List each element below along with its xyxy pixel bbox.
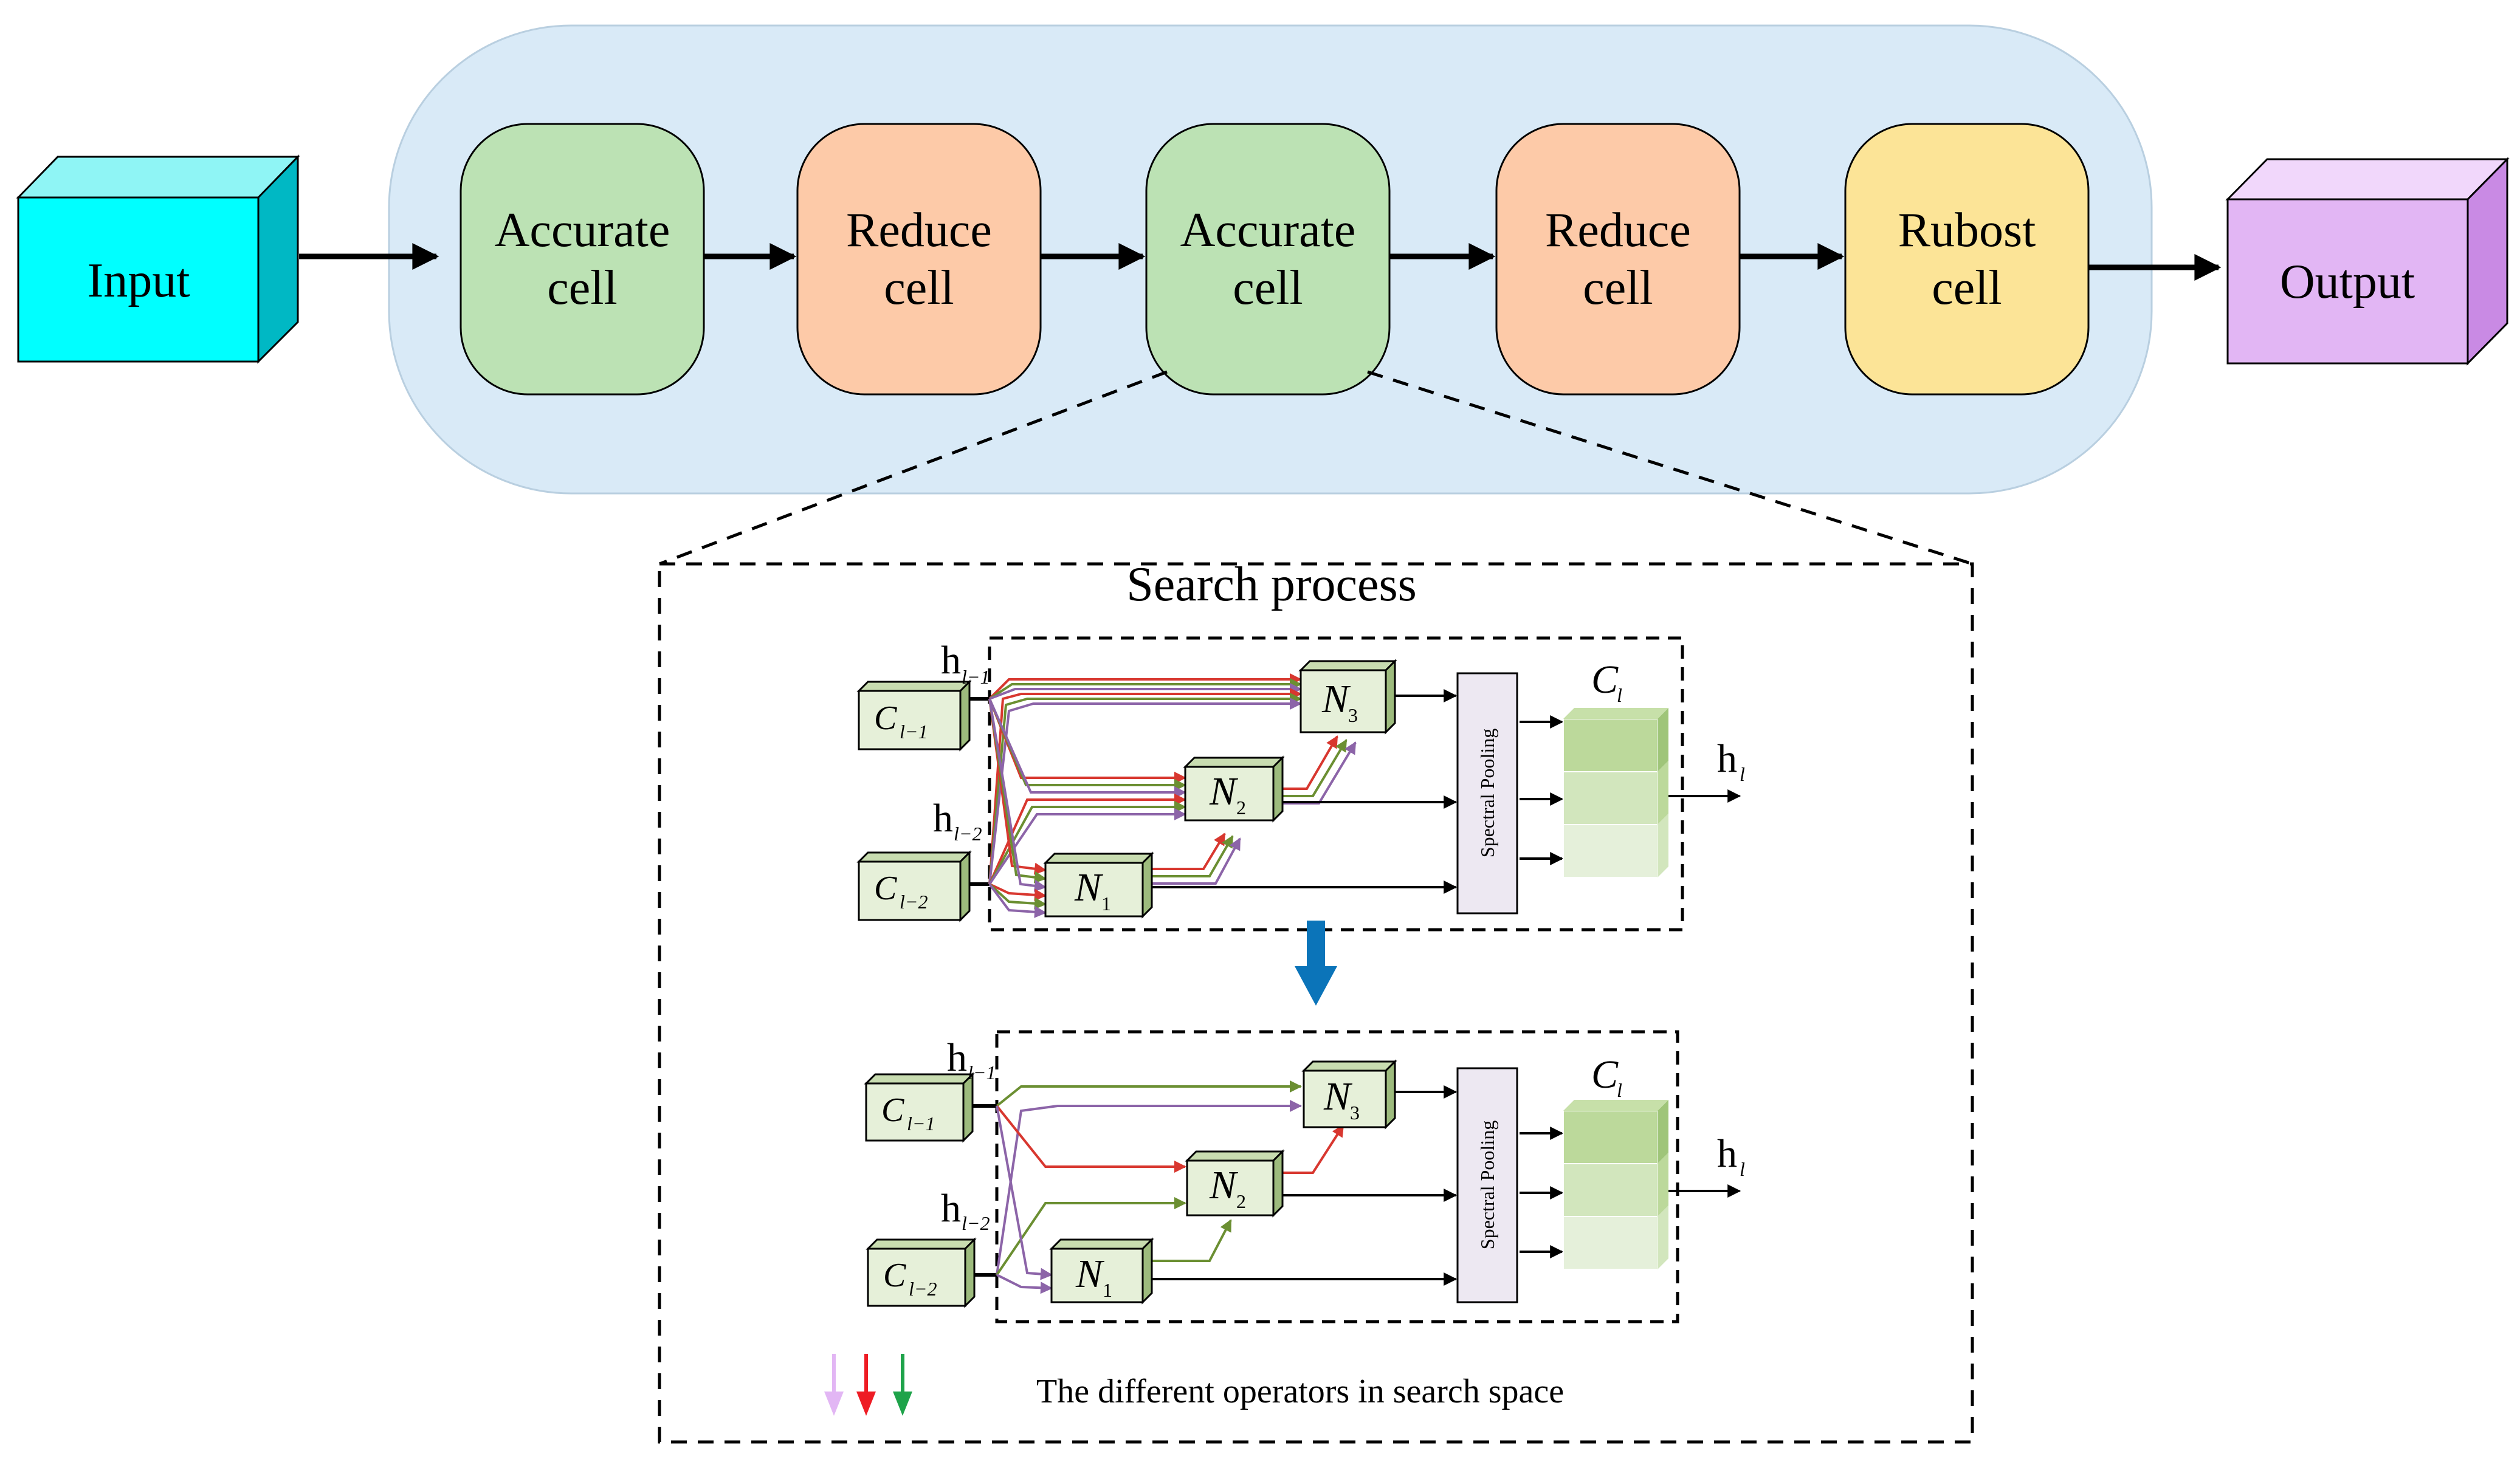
svg-text:l−2: l−2: [909, 1278, 937, 1300]
svg-text:l: l: [1617, 684, 1622, 706]
panel-2-node-n3: N 3: [1301, 1059, 1397, 1130]
transition-arrow: [1295, 921, 1337, 1006]
svg-text:N: N: [1209, 1163, 1239, 1207]
svg-text:N: N: [1321, 677, 1351, 721]
svg-text:N: N: [1075, 1252, 1105, 1296]
legend-arrow-green: [893, 1354, 912, 1416]
cell-1-label-line2: cell: [547, 261, 617, 315]
svg-text:h: h: [941, 1186, 961, 1230]
pipeline-cell-3: Accurate cell: [1145, 123, 1391, 396]
pipeline-cell-4: Reduce cell: [1495, 123, 1741, 396]
pipeline-cell-1: Accurate cell: [460, 123, 705, 396]
svg-text:C: C: [883, 1257, 906, 1294]
panel-1-h-l-1-label: h l−1: [941, 638, 990, 688]
svg-text:Spectral Pooling: Spectral Pooling: [1476, 1121, 1498, 1249]
legend-text: The different operators in search space: [1036, 1373, 1564, 1410]
legend-arrow-red: [856, 1354, 876, 1416]
svg-text:C: C: [881, 1091, 904, 1129]
panel-2-frame: [995, 1030, 1679, 1323]
svg-text:2: 2: [1236, 1190, 1246, 1212]
panel-2-output-h-label: h l: [1717, 1131, 1745, 1180]
cell-4-label-line2: cell: [1583, 261, 1653, 315]
panel-1-h-l-2-label: h l−2: [933, 796, 982, 845]
svg-text:h: h: [1717, 736, 1737, 781]
panel-2-input-c-l-2: C l−2: [866, 1237, 977, 1308]
output-box: Output: [2225, 157, 2510, 366]
cell-3-label-line2: cell: [1233, 261, 1303, 315]
search-panel-1: C l−1 C l−2 h l−1 h l−2: [856, 636, 1745, 932]
cell-2-label-line1: Reduce: [846, 204, 992, 257]
panel-2-cell-label: C l: [1591, 1052, 1622, 1101]
svg-text:l−1: l−1: [968, 1062, 996, 1083]
svg-text:Spectral Pooling: Spectral Pooling: [1476, 729, 1498, 857]
cell-5-label-line1: Rubost: [1898, 204, 2036, 257]
panel-1-node-n2: N 2: [1183, 755, 1285, 823]
search-process-title: Search process: [1126, 558, 1417, 611]
panel-2-node-n2: N 2: [1185, 1149, 1285, 1218]
panel-2-node-n1: N 1: [1049, 1237, 1154, 1305]
svg-text:C: C: [1591, 1052, 1619, 1097]
svg-text:1: 1: [1101, 893, 1111, 915]
panel-1-cell-label: C l: [1591, 657, 1622, 706]
cell-2-label-line2: cell: [884, 261, 954, 315]
panel-1-input-c-l-2: C l−2: [856, 850, 972, 922]
panel-1-output-cell-stack: [1563, 708, 1668, 878]
svg-text:N: N: [1323, 1074, 1353, 1119]
svg-text:l−2: l−2: [962, 1212, 990, 1234]
panel-2-pool-arrows: [1152, 1085, 1741, 1286]
cell-4-label-line1: Reduce: [1545, 204, 1691, 257]
svg-text:N: N: [1209, 769, 1239, 814]
svg-text:h: h: [947, 1035, 967, 1080]
panel-1-operator-edges: [988, 673, 1357, 918]
svg-text:l−1: l−1: [900, 721, 928, 743]
search-process-frame: [658, 562, 1974, 1444]
cell-3-label-line1: Accurate: [1180, 204, 1356, 257]
panel-2-spectral-pooling: Spectral Pooling: [1456, 1067, 1518, 1303]
panel-1-node-n3: N 3: [1298, 659, 1397, 735]
svg-text:C: C: [874, 699, 897, 737]
svg-text:l−2: l−2: [954, 823, 982, 845]
panel-1-spectral-pooling: Spectral Pooling: [1456, 672, 1518, 915]
cell-5-label-line2: cell: [1932, 261, 2002, 315]
svg-text:h: h: [941, 638, 961, 682]
svg-text:3: 3: [1348, 704, 1358, 726]
svg-text:C: C: [874, 870, 897, 907]
svg-text:l−1: l−1: [907, 1113, 935, 1134]
panel-2-operator-edges: [996, 1080, 1344, 1294]
svg-text:l−1: l−1: [962, 666, 990, 688]
panel-2-input-c-l-1: C l−1: [864, 1072, 975, 1143]
panel-1-frame: [988, 636, 1684, 932]
svg-text:2: 2: [1236, 797, 1246, 819]
svg-text:h: h: [933, 796, 953, 840]
cell-1-label-line1: Accurate: [495, 204, 670, 257]
svg-text:N: N: [1074, 865, 1104, 910]
legend-arrow-purple: [824, 1354, 844, 1416]
operator-legend: The different operators in search space: [824, 1354, 1564, 1416]
panel-1-pool-arrows: [1152, 689, 1741, 894]
svg-text:C: C: [1591, 657, 1619, 702]
panel-2-h-l-1-label: h l−1: [947, 1035, 996, 1083]
zoom-lines: [659, 370, 1973, 566]
input-box: Input: [16, 154, 300, 364]
output-label: Output: [2280, 255, 2415, 309]
pipeline-cell-2: Reduce cell: [796, 123, 1042, 396]
svg-text:1: 1: [1103, 1279, 1112, 1301]
svg-text:l−2: l−2: [900, 891, 928, 913]
pipeline-cell-5: Rubost cell: [1844, 123, 2090, 396]
panel-2-h-l-2-label: h l−2: [941, 1186, 990, 1234]
svg-text:l: l: [1617, 1079, 1622, 1101]
pipeline-arrows: [299, 243, 2222, 281]
panel-2-output-cell-stack: [1563, 1100, 1668, 1270]
search-panel-2: C l−1 C l−2 h l−1 h l−2: [864, 1030, 1745, 1323]
svg-text:l: l: [1740, 763, 1745, 785]
svg-text:3: 3: [1350, 1102, 1360, 1124]
panel-1-input-c-l-1: C l−1: [856, 679, 972, 752]
panel-1-output-h-label: h l: [1717, 736, 1745, 785]
panel-1-node-n1: N 1: [1043, 851, 1154, 919]
svg-text:h: h: [1717, 1131, 1737, 1176]
input-label: Input: [88, 254, 190, 307]
svg-text:l: l: [1740, 1158, 1745, 1180]
